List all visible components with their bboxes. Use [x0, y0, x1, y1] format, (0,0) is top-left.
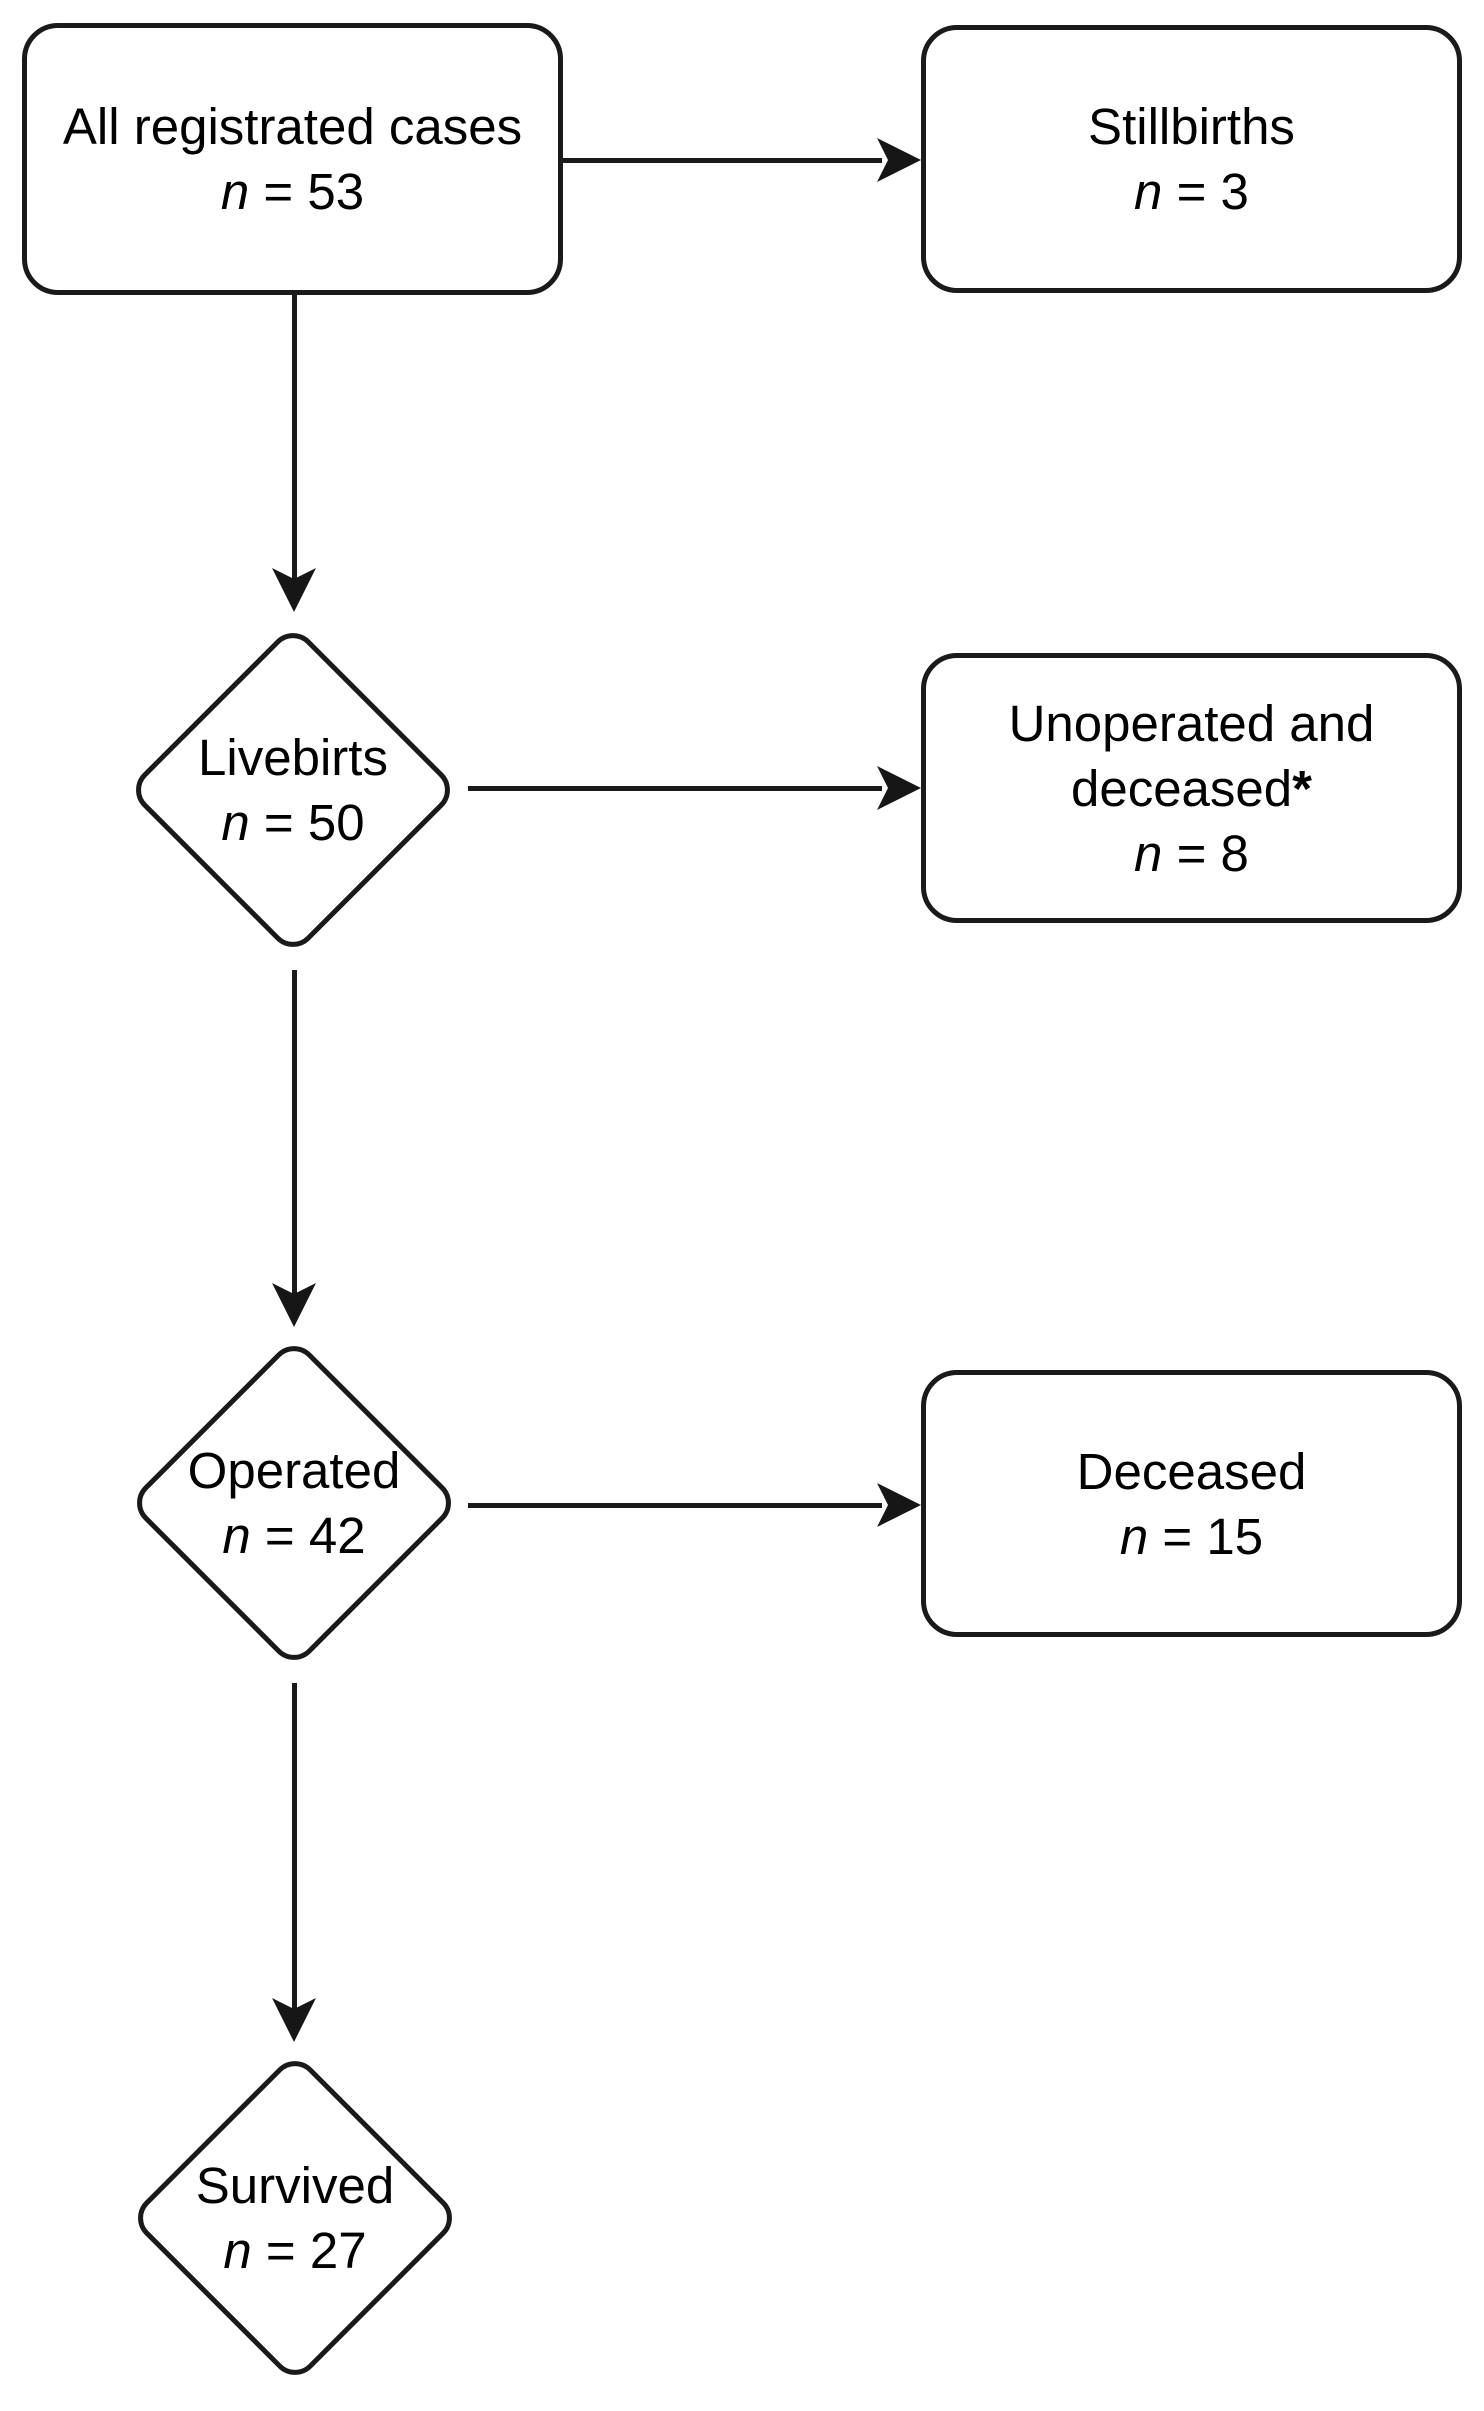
node-survived-count: n = 27: [223, 2218, 366, 2283]
node-stillbirths: Stillbirths n = 3: [921, 25, 1462, 293]
footnote-asterisk: *: [1292, 759, 1313, 817]
node-livebirths-title: Livebirts: [198, 729, 388, 786]
node-stillbirths-count: n = 3: [1134, 159, 1249, 224]
node-unoperated-deceased-title-line2: deceased*: [1071, 756, 1312, 821]
n-symbol: n: [223, 2222, 252, 2279]
node-stillbirths-text: Stillbirths n = 3: [1088, 94, 1295, 224]
n-symbol: n: [222, 1507, 251, 1564]
node-all-cases: All registrated cases n = 53: [22, 23, 563, 295]
arrowhead-right-icon: [877, 766, 921, 810]
edge-livebirths-to-operated-line: [292, 970, 297, 1294]
n-value: = 3: [1162, 163, 1249, 220]
n-symbol: n: [1119, 1507, 1149, 1565]
n-symbol: n: [220, 163, 250, 220]
node-operated: Operated n = 42: [134, 1433, 454, 1573]
edge-operated-to-deceased-line: [468, 1503, 882, 1508]
n-value: = 53: [249, 163, 365, 220]
node-deceased-text: Deceased n = 15: [1077, 1439, 1307, 1569]
node-deceased: Deceased n = 15: [921, 1370, 1462, 1637]
node-deceased-title: Deceased: [1076, 1442, 1307, 1500]
edge-all-cases-to-stillbirths-line: [563, 158, 882, 163]
node-operated-title: Operated: [187, 1442, 401, 1499]
node-survived-title: Survived: [195, 2157, 395, 2214]
arrowhead-right-icon: [877, 1483, 921, 1527]
arrowhead-down-icon: [272, 1998, 316, 2042]
node-survived: Survived n = 27: [135, 2148, 455, 2288]
node-all-cases-title: All registrated cases: [62, 98, 523, 155]
title-text: deceased: [1070, 759, 1293, 817]
node-operated-count: n = 42: [222, 1503, 365, 1568]
node-unoperated-deceased-title-line1: Unoperated and: [1008, 694, 1375, 752]
node-all-cases-text: All registrated cases n = 53: [63, 94, 522, 224]
n-value: = 27: [251, 2222, 367, 2279]
n-symbol: n: [1134, 163, 1163, 220]
n-value: = 50: [249, 794, 365, 851]
n-symbol: n: [1134, 824, 1163, 882]
node-unoperated-deceased-text: Unoperated and deceased* n = 8: [1009, 691, 1375, 886]
n-value: = 15: [1148, 1507, 1264, 1565]
edge-operated-to-survived-line: [292, 1683, 297, 2009]
n-symbol: n: [221, 794, 250, 851]
arrowhead-down-icon: [272, 568, 316, 612]
n-value: = 8: [1162, 824, 1249, 882]
edge-all-cases-to-livebirths-line: [292, 295, 297, 579]
node-deceased-count: n = 15: [1120, 1504, 1263, 1569]
node-unoperated-deceased: Unoperated and deceased* n = 8: [921, 653, 1462, 923]
node-livebirths: Livebirts n = 50: [133, 720, 453, 860]
n-value: = 42: [250, 1507, 366, 1564]
node-livebirths-count: n = 50: [221, 790, 364, 855]
node-all-cases-count: n = 53: [221, 159, 364, 224]
edge-livebirths-to-unoperated-line: [468, 786, 882, 791]
arrowhead-right-icon: [877, 138, 921, 182]
node-unoperated-deceased-count: n = 8: [1134, 821, 1249, 886]
arrowhead-down-icon: [272, 1283, 316, 1327]
node-stillbirths-title: Stillbirths: [1088, 98, 1295, 155]
